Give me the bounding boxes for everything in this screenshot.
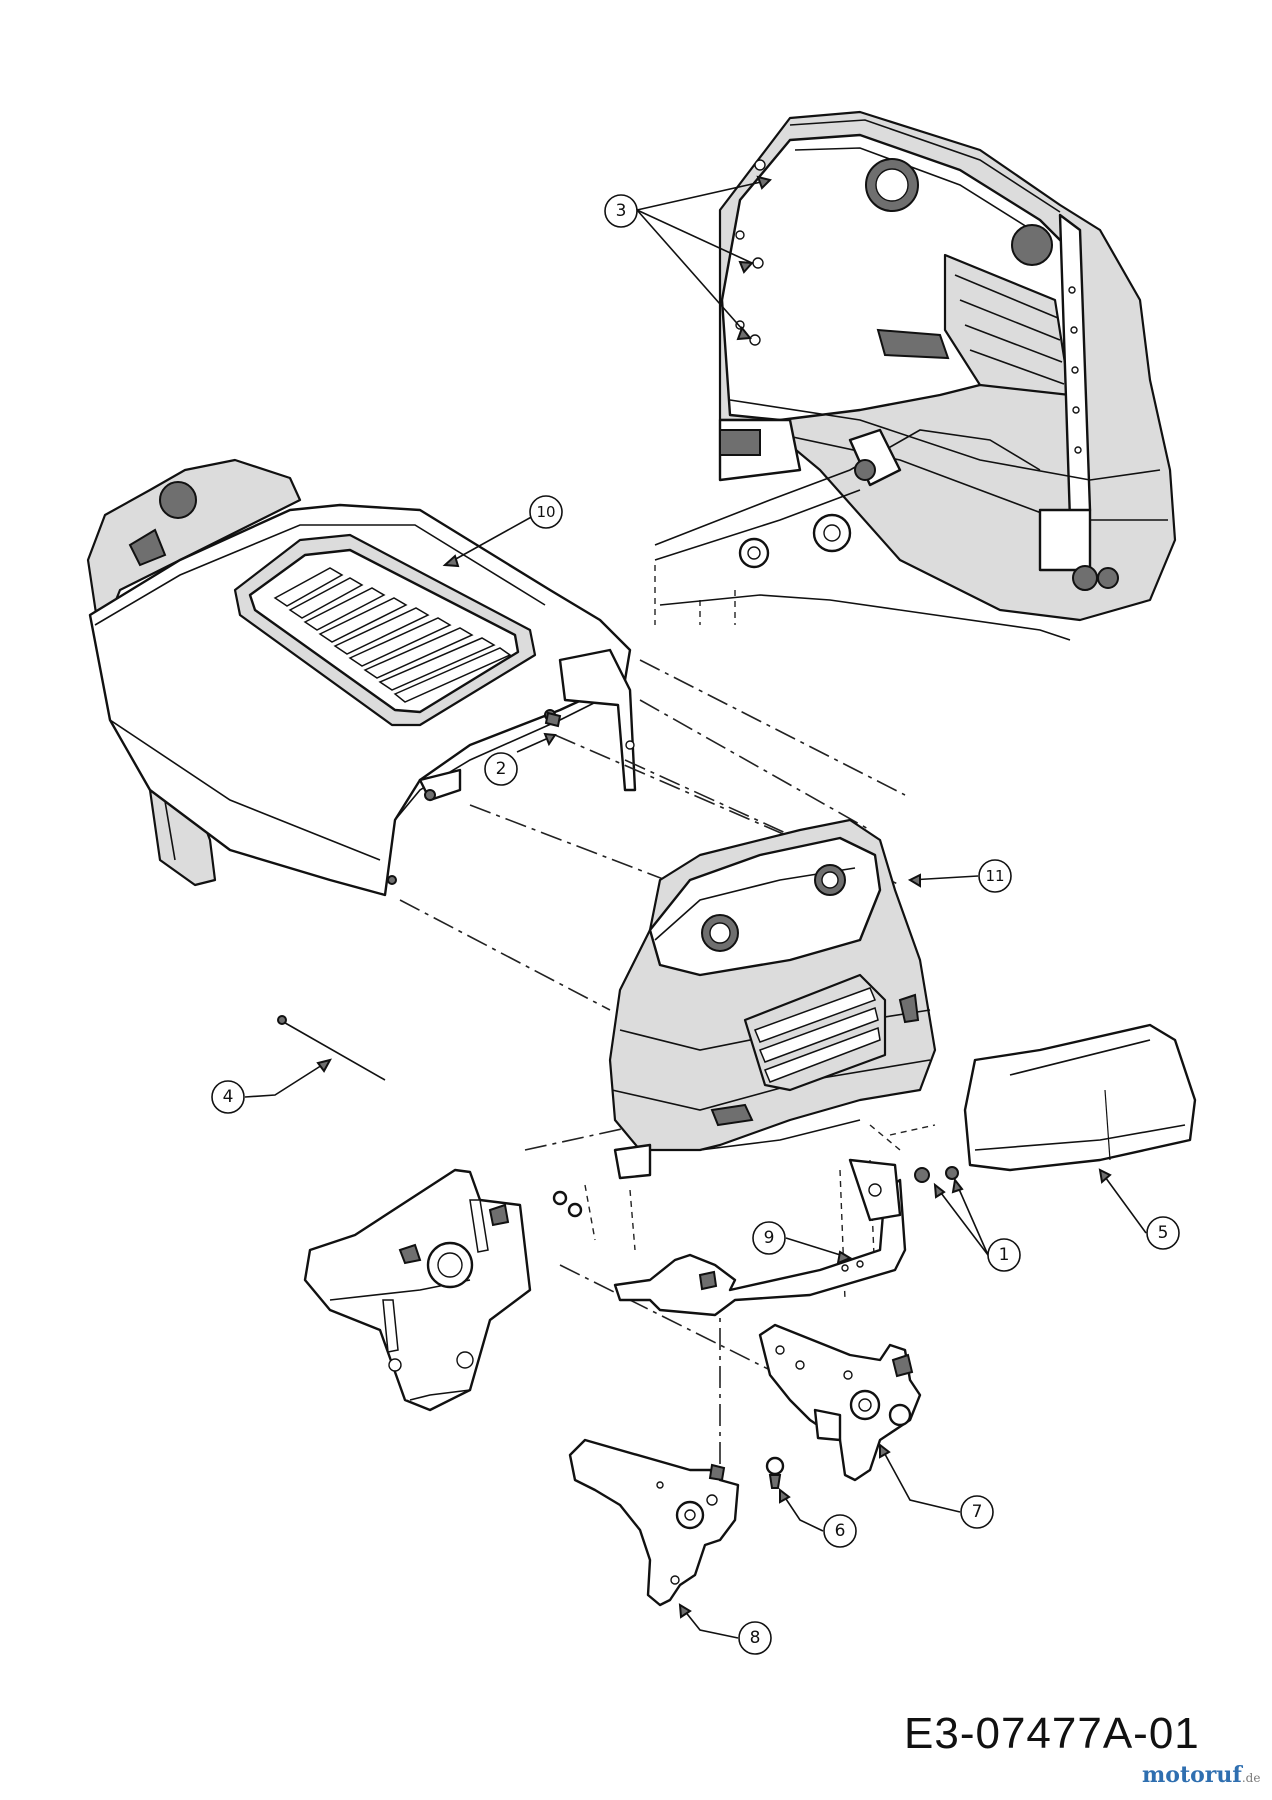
callout-6-label: 6 <box>835 1521 846 1541</box>
callout-11-label: 11 <box>985 867 1004 885</box>
callout-leader-lines <box>244 175 1147 1639</box>
cable-tie <box>277 1015 386 1081</box>
nose-grille <box>743 973 887 1092</box>
callout-1: 1 <box>987 1238 1021 1272</box>
callout-1-label: 1 <box>999 1245 1010 1265</box>
fasteners <box>544 711 959 1489</box>
left-side-bracket <box>568 1438 740 1607</box>
callout-4-label: 4 <box>223 1087 234 1107</box>
bumper-cover <box>963 1023 1197 1172</box>
callout-7: 7 <box>960 1495 994 1529</box>
callout-11: 11 <box>978 859 1012 893</box>
watermark-name: motoruf <box>1142 1762 1242 1788</box>
callout-2: 2 <box>484 752 518 786</box>
front-nose-grille-housing <box>608 818 937 1180</box>
hood-vent-slots <box>273 567 512 703</box>
callout-10: 10 <box>529 495 563 529</box>
cross-bracket <box>613 1158 907 1317</box>
callout-2-label: 2 <box>496 759 507 779</box>
callout-10-label: 10 <box>536 503 555 521</box>
watermark-logo: motoruf.de <box>1142 1764 1260 1786</box>
callout-4: 4 <box>211 1080 245 1114</box>
callout-7-label: 7 <box>972 1502 983 1522</box>
callout-9-label: 9 <box>764 1228 775 1248</box>
hood-top-panel <box>86 458 637 897</box>
callout-3: 3 <box>604 194 638 228</box>
drawing-code: E3-07477A-01 <box>904 1709 1200 1758</box>
callout-5-label: 5 <box>1158 1223 1169 1243</box>
callout-6: 6 <box>823 1514 857 1548</box>
callout-9: 9 <box>752 1221 786 1255</box>
callout-8-label: 8 <box>750 1628 761 1648</box>
inset-grille <box>943 253 1072 397</box>
right-side-bracket <box>758 1323 922 1482</box>
detail-inset-hood-rear-view <box>654 110 1177 641</box>
watermark-tld: .de <box>1241 1771 1261 1785</box>
callout-5: 5 <box>1146 1216 1180 1250</box>
callout-8: 8 <box>738 1621 772 1655</box>
mounting-plate <box>303 1168 532 1412</box>
callout-3-label: 3 <box>616 201 627 221</box>
